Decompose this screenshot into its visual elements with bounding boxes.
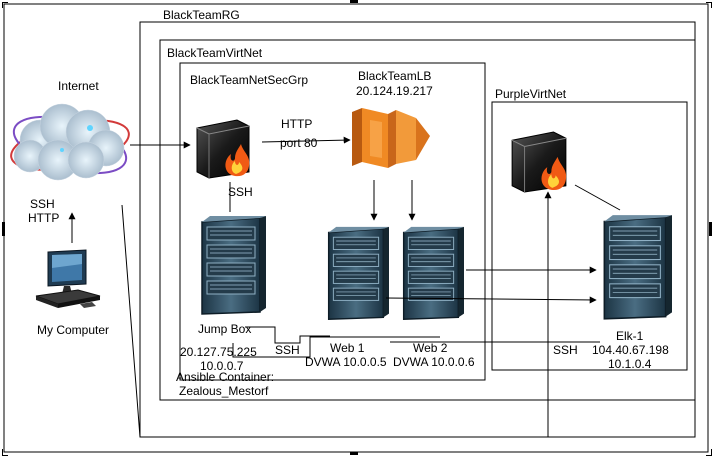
purple-vnet-box — [491, 101, 688, 371]
web-to-elk-arrow-2 — [385, 296, 597, 304]
web1-server-icon — [327, 226, 389, 321]
client-protocol-http: HTTP — [28, 211, 59, 225]
connectors — [68, 136, 621, 438]
firewall-icon — [196, 119, 250, 179]
elk-private-ip: 10.1.0.4 — [608, 357, 652, 371]
nsg-box — [179, 62, 486, 381]
purple-vnet-label: PurpleVirtNet — [495, 87, 567, 101]
resource-group-label: BlackTeamRG — [163, 8, 240, 22]
black-vnet-box — [159, 39, 696, 401]
web1-detail: DVWA 10.0.0.5 — [305, 355, 387, 369]
jumpbox-to-web2-path — [232, 336, 440, 358]
lb-protocol-label: HTTP — [281, 117, 312, 131]
jumpbox-ssh-path — [245, 326, 330, 344]
elk-public-ip: 104.40.67.198 — [592, 343, 669, 357]
jump-box-name: Jump Box — [198, 322, 251, 336]
desktop-computer-icon — [35, 249, 101, 308]
internet-label: Internet — [58, 79, 99, 93]
web2-server-icon — [402, 226, 464, 321]
internet-loop-line — [121, 191, 552, 438]
nsg-label: BlackTeamNetSecGrp — [190, 73, 308, 87]
firewall-ssh-label: SSH — [228, 185, 253, 199]
black-vnet-label: BlackTeamVirtNet — [167, 46, 263, 60]
web1-name: Web 1 — [330, 341, 365, 355]
load-balancer-icon — [352, 108, 430, 168]
web2-detail: DVWA 10.0.0.6 — [393, 355, 475, 369]
elk-ssh-label: SSH — [553, 343, 578, 357]
purple-firewall-to-elk-line — [574, 184, 621, 211]
ansible-container-name: Zealous_Mestorf — [179, 384, 269, 398]
cloud-icon — [10, 103, 130, 181]
elk-name: Elk-1 — [616, 329, 644, 343]
my-computer-label: My Computer — [37, 323, 109, 337]
client-protocol-ssh: SSH — [30, 197, 55, 211]
elk-server-icon — [603, 214, 672, 320]
jump-ssh-label: SSH — [275, 343, 300, 357]
ansible-container-label: Ansible Container: — [176, 370, 274, 384]
lb-name: BlackTeamLB — [358, 69, 431, 83]
jump-box-server-icon — [201, 215, 266, 315]
purple-firewall-icon — [511, 131, 567, 193]
lb-ip: 20.124.19.217 — [356, 84, 433, 98]
web2-name: Web 2 — [413, 341, 448, 355]
firewall-to-lb-arrow — [261, 136, 351, 144]
jump-box-public-ip: 20.127.75.225 — [180, 345, 257, 359]
jump-box-private-ip: 10.0.0.7 — [200, 359, 244, 373]
lb-port-label: port 80 — [280, 136, 318, 150]
